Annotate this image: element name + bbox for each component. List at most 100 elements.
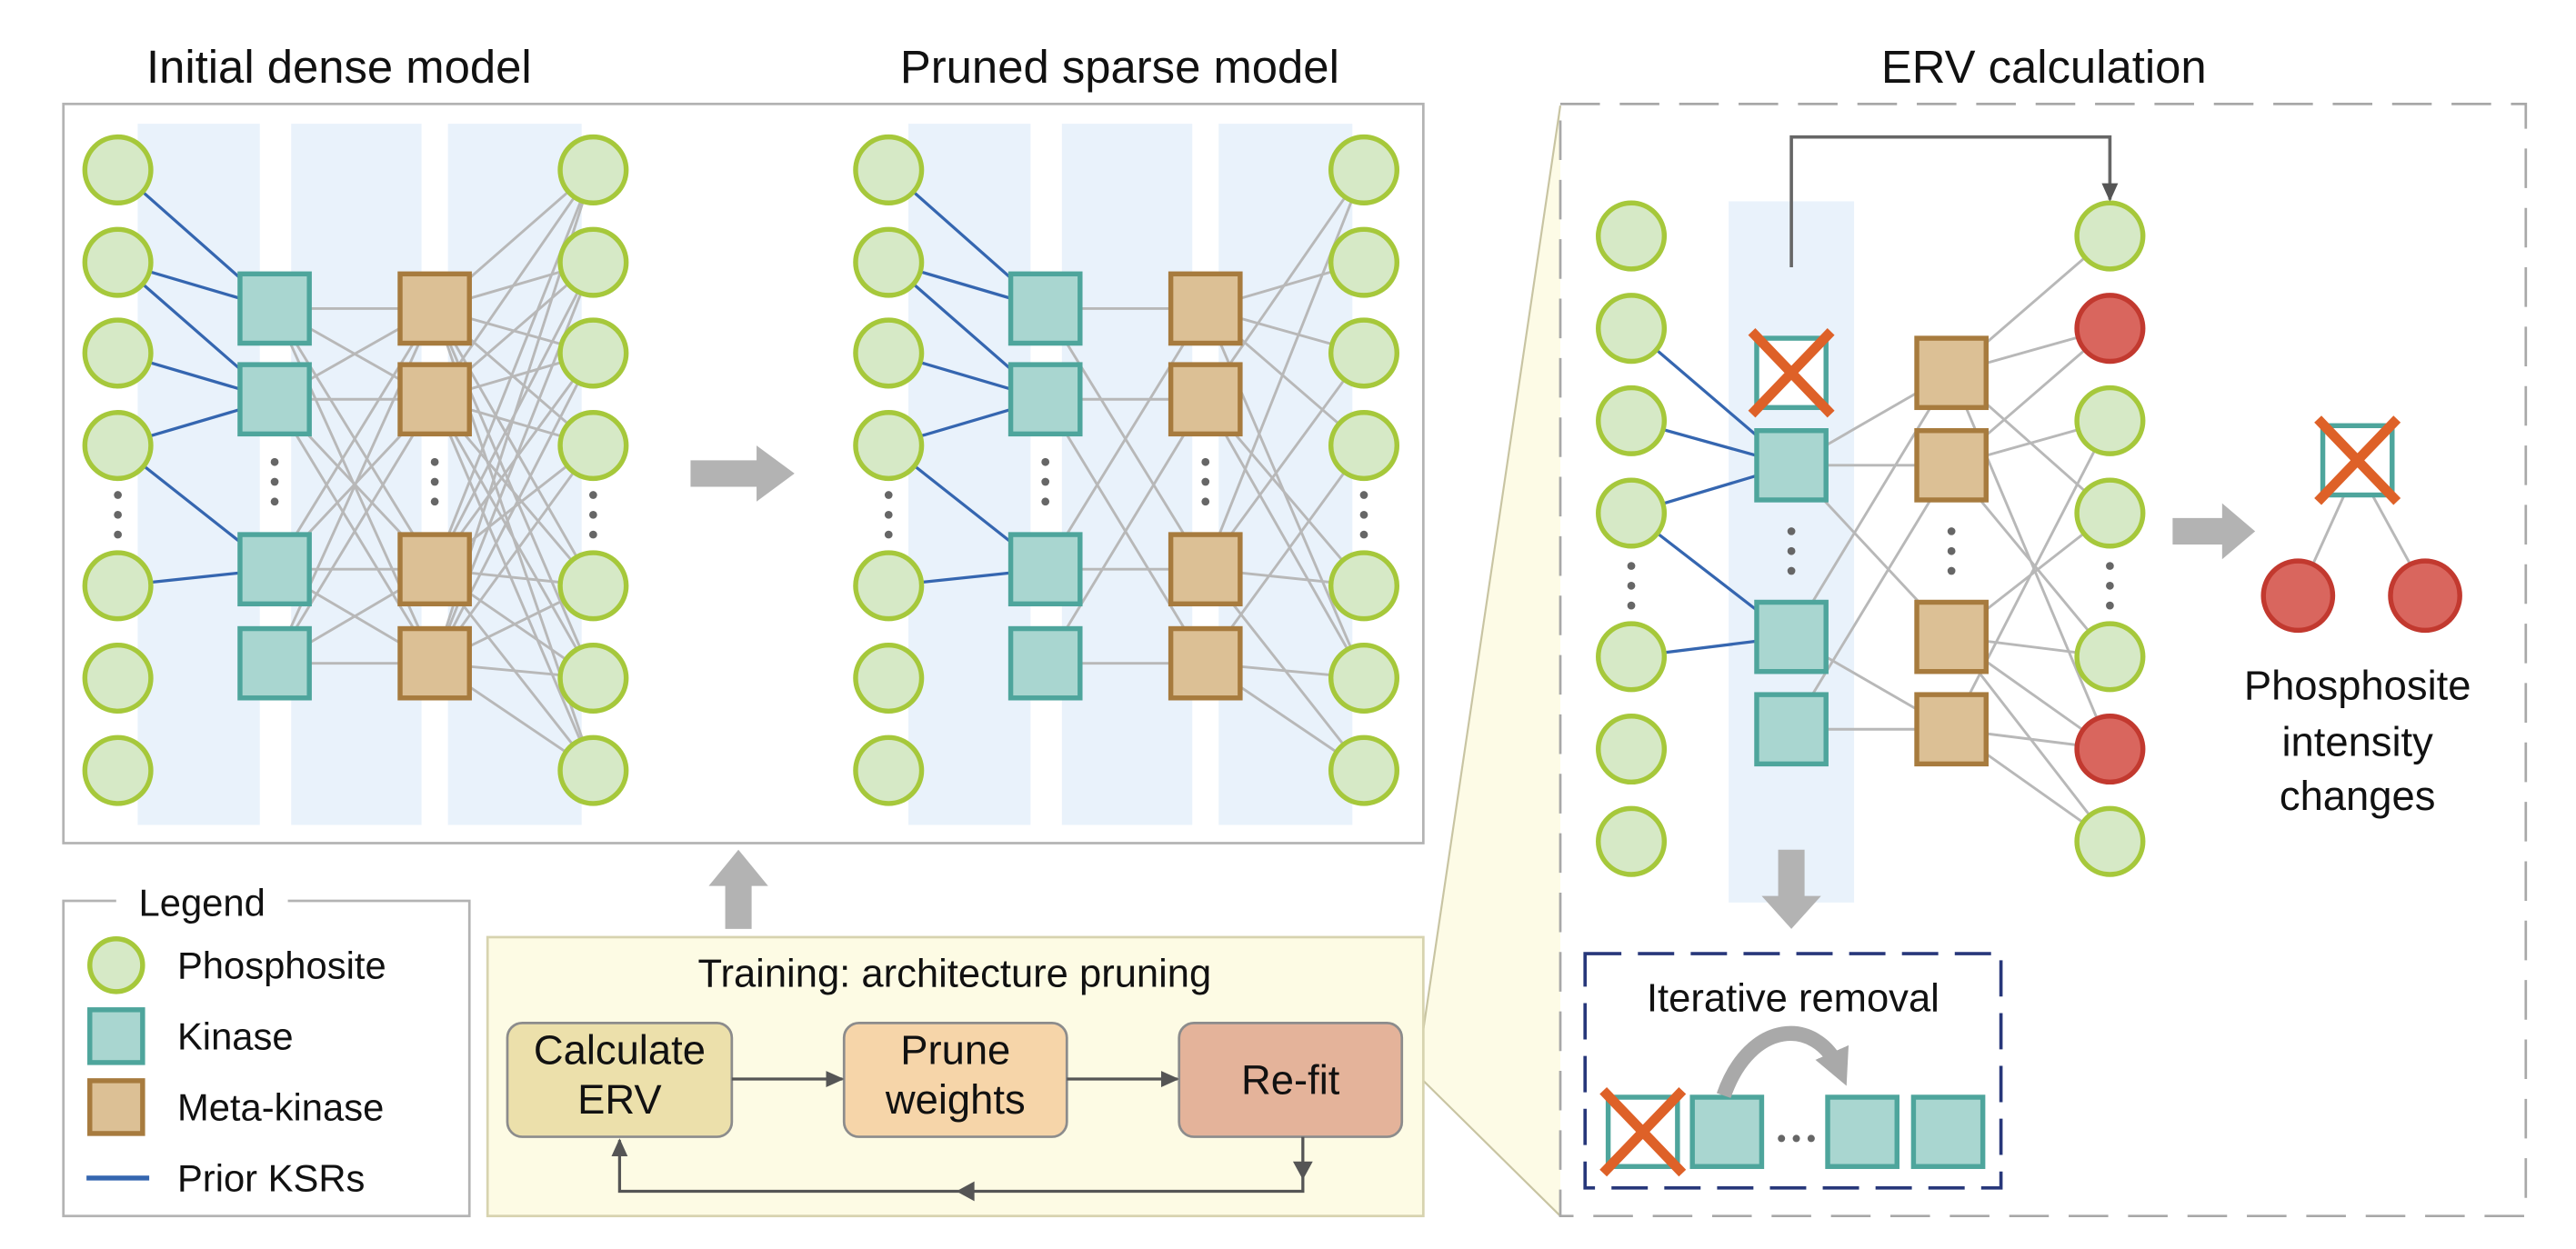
training-output-arrow — [708, 849, 768, 929]
kinase-node — [237, 625, 312, 701]
input-phosphosite-node — [853, 550, 925, 622]
vertical-ellipsis-dot — [1041, 457, 1050, 466]
vertical-ellipsis-dot — [2106, 581, 2114, 590]
output-phosphosite-node — [557, 642, 629, 714]
horizontal-ellipsis-dot — [1792, 1134, 1800, 1143]
meta-kinase-to-phosphosite-edge — [433, 398, 595, 772]
vertical-ellipsis-dot — [1359, 491, 1368, 499]
vertical-ellipsis-dot — [1359, 530, 1368, 539]
vertical-ellipsis-dot — [1947, 527, 1956, 535]
output-phosphosite-node — [557, 317, 629, 389]
kinase-node — [1910, 1094, 1986, 1169]
vertical-ellipsis-dot — [589, 510, 597, 519]
kinase-to-meta-kinase-edge — [273, 398, 436, 664]
meta-kinase-to-phosphosite-edge — [433, 169, 595, 570]
vertical-ellipsis-dot — [589, 491, 597, 499]
vertical-ellipsis-dot — [1787, 566, 1796, 575]
meta-kinase-node — [1914, 335, 1989, 411]
meta-kinase-to-phosphosite-edge — [1950, 420, 2111, 730]
vertical-ellipsis-dot — [1947, 566, 1956, 575]
output-phosphosite-node — [2074, 477, 2146, 549]
output-phosphosite-node — [2074, 805, 2146, 877]
training-panel: Training: architecture pruning Calculate… — [486, 935, 1425, 1218]
erv-calculation-title: ERV calculation — [1881, 41, 2207, 93]
input-phosphosite-node — [853, 134, 925, 205]
changed-phosphosite-node — [2074, 714, 2146, 785]
outcome-label-line1: Phosphosite — [2244, 663, 2471, 709]
input-phosphosite-node — [82, 410, 154, 482]
input-phosphosite-node — [853, 226, 925, 298]
calculate-erv-label-line2: ERV — [577, 1076, 662, 1123]
kinase-to-meta-kinase-edge — [1789, 372, 1953, 638]
meta-kinase-node — [1914, 428, 1989, 503]
vertical-ellipsis-dot — [1041, 477, 1050, 486]
meta-kinase-node — [1168, 362, 1243, 437]
input-phosphosite-node — [1596, 477, 1668, 549]
output-phosphosite-node — [557, 226, 629, 298]
iterative-removal-sequence — [1599, 1086, 1986, 1177]
vertical-ellipsis-dot — [1627, 562, 1636, 570]
removal-cross-icon — [1599, 1086, 1687, 1177]
meta-kinase-node — [1914, 599, 1989, 674]
changed-phosphosite-node — [2260, 558, 2336, 634]
vertical-ellipsis-dot — [1359, 510, 1368, 519]
kinase-node — [237, 532, 312, 607]
input-phosphosite-node — [82, 317, 154, 389]
calculate-erv-label-line1: Calculate — [534, 1027, 706, 1074]
removed-kinase-node — [1599, 1086, 1687, 1177]
kinase-node — [237, 362, 312, 437]
vertical-ellipsis-dot — [884, 510, 893, 519]
input-phosphosite-node — [853, 317, 925, 389]
layer-column-shade — [1061, 124, 1193, 825]
dense-model-title: Initial dense model — [146, 41, 532, 93]
input-phosphosite-node — [1596, 805, 1668, 877]
loop-down-arrowhead — [1292, 1161, 1313, 1180]
vertical-ellipsis-dot — [1787, 527, 1796, 535]
meta-kinase-node — [397, 625, 472, 701]
legend-label-phosphosite: Phosphosite — [177, 944, 386, 986]
removed-kinase-node — [2314, 415, 2401, 505]
meta-kinase-to-phosphosite-edge — [433, 352, 595, 664]
changed-phosphosite-node — [2388, 558, 2462, 634]
input-phosphosite-node — [82, 226, 154, 298]
vertical-ellipsis-dot — [114, 530, 122, 539]
input-phosphosite-node — [1596, 200, 1668, 272]
sparse-model-title: Pruned sparse model — [900, 41, 1339, 93]
input-phosphosite-node — [853, 734, 925, 806]
kinase-node — [237, 271, 312, 346]
erv-panel: Iterative removal Phosphosite intensity … — [1559, 102, 2528, 1218]
input-phosphosite-node — [853, 410, 925, 482]
kinase-to-meta-kinase-edge — [1044, 307, 1207, 570]
output-phosphosite-node — [1328, 134, 1400, 205]
output-phosphosite-node — [557, 134, 629, 205]
kinase-node — [1007, 532, 1083, 607]
zoom-wedge-top-edge — [1422, 105, 1562, 1030]
prune-weights-label-line2: weights — [885, 1076, 1026, 1123]
horizontal-ellipsis-dot — [1807, 1134, 1815, 1143]
legend-title: Legend — [139, 881, 266, 924]
vertical-ellipsis-dot — [270, 477, 279, 486]
kinase-node — [1689, 1094, 1765, 1169]
phosphosite-legend-icon — [87, 936, 145, 994]
knockout-effect-arrow — [1789, 135, 2119, 268]
removal-cross-icon — [2314, 415, 2401, 505]
vertical-ellipsis-dot — [270, 497, 279, 506]
output-phosphosite-node — [557, 550, 629, 622]
input-phosphosite-node — [82, 550, 154, 622]
meta-kinase-node — [1168, 625, 1243, 701]
output-phosphosite-node — [2074, 385, 2146, 456]
meta-kinase-node — [397, 532, 472, 607]
meta-kinase-to-phosphosite-edge — [1204, 169, 1366, 570]
output-phosphosite-node — [1328, 734, 1400, 806]
output-phosphosite-node — [1328, 410, 1400, 482]
output-phosphosite-node — [1328, 317, 1400, 389]
horizontal-ellipsis-dot — [1778, 1134, 1786, 1143]
meta-kinase-to-phosphosite-edge — [433, 307, 595, 587]
knockout-outcome — [2260, 415, 2462, 634]
outcome-label-line2: intensity — [2281, 718, 2433, 764]
loop-left-arrowhead — [956, 1181, 975, 1202]
meta-kinase-node — [1168, 532, 1243, 607]
vertical-ellipsis-dot — [2106, 601, 2114, 610]
model-panel — [62, 102, 1425, 844]
